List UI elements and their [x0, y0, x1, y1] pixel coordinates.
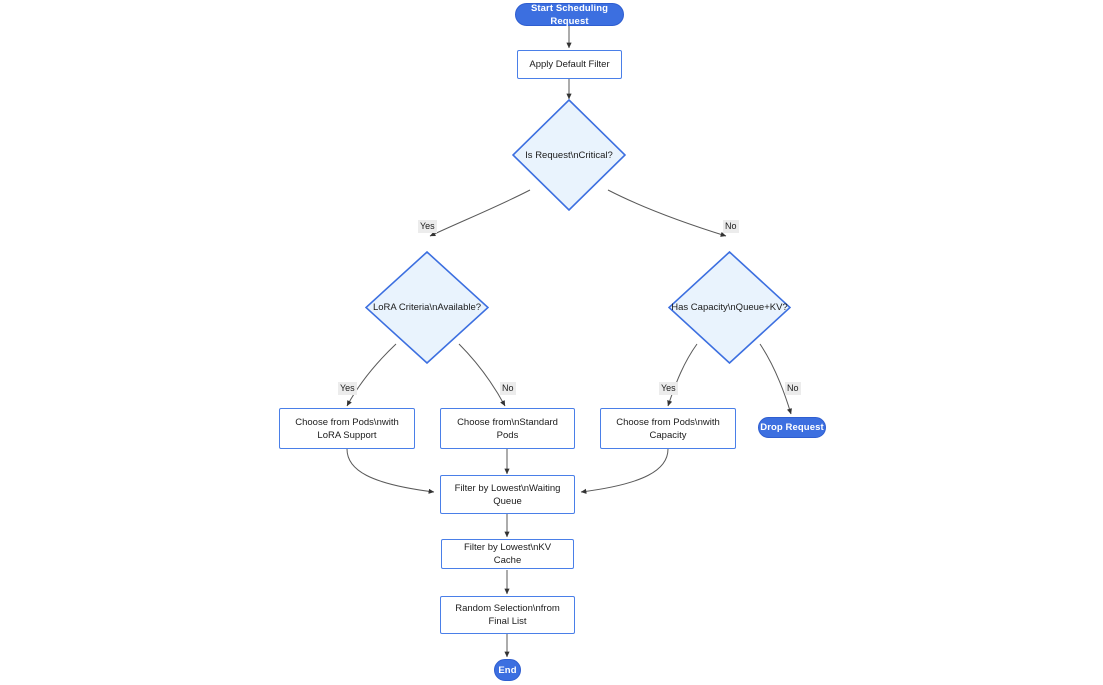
node-choose-lora-pods[interactable]: Choose from Pods\nwith LoRA Support: [279, 408, 415, 449]
node-choose-capacity-pods[interactable]: Choose from Pods\nwith Capacity: [600, 408, 736, 449]
edge-label-capacity-yes-text: Yes: [661, 383, 676, 393]
node-filter-kv-cache[interactable]: Filter by Lowest\nKV Cache: [441, 539, 574, 569]
node-start-label: Start Scheduling Request: [530, 2, 609, 27]
node-filter-kv-cache-label: Filter by Lowest\nKV Cache: [463, 542, 552, 566]
diamond-shape-has-capacity: [668, 251, 791, 364]
node-start[interactable]: Start Scheduling Request: [515, 2, 624, 27]
node-is-request-critical[interactable]: Is Request\nCritical?: [512, 99, 626, 211]
node-has-capacity-label: Has Capacity\nQueue+KV?: [671, 302, 788, 313]
node-has-capacity[interactable]: Has Capacity\nQueue+KV?: [668, 251, 791, 364]
edge-label-capacity-no-text: No: [787, 383, 799, 393]
diamond-shape-is-request-critical: [512, 99, 626, 211]
node-lora-criteria-available[interactable]: LoRA Criteria\nAvailable?: [365, 251, 489, 364]
node-filter-waiting-queue[interactable]: Filter by Lowest\nWaiting Queue: [440, 475, 575, 514]
edge-label-critical-no-text: No: [725, 221, 737, 231]
node-choose-standard-pods-label: Choose from\nStandard Pods: [457, 416, 558, 441]
edge-choose-capacity-pods-to-filter-waiting-queue: [580, 448, 669, 494]
node-random-selection[interactable]: Random Selection\nfrom Final List: [440, 596, 575, 634]
node-lora-criteria-available-label: LoRA Criteria\nAvailable?: [372, 302, 482, 313]
node-apply-default-filter[interactable]: Apply Default Filter: [517, 50, 622, 79]
node-random-selection-label: Random Selection\nfrom Final List: [455, 603, 560, 627]
edge-label-lora-yes: Yes: [338, 382, 357, 395]
node-drop-request-label: Drop Request: [760, 422, 824, 433]
edge-label-lora-no-text: No: [502, 383, 514, 393]
node-drop-request[interactable]: Drop Request: [758, 417, 826, 438]
edge-label-capacity-no: No: [785, 382, 801, 395]
edge-choose-lora-pods-to-filter-waiting-queue: [346, 448, 435, 494]
edge-label-critical-yes: Yes: [418, 220, 437, 233]
node-end-label: End: [498, 664, 517, 676]
edge-label-lora-no: No: [500, 382, 516, 395]
node-choose-lora-pods-label: Choose from Pods\nwith LoRA Support: [295, 416, 399, 441]
edge-label-critical-yes-text: Yes: [420, 221, 435, 231]
edge-label-lora-yes-text: Yes: [340, 383, 355, 393]
node-is-request-critical-label: Is Request\nCritical?: [525, 149, 613, 161]
node-choose-capacity-pods-label: Choose from Pods\nwith Capacity: [616, 416, 720, 441]
diamond-shape-lora-criteria-available: [365, 251, 489, 364]
edge-label-critical-no: No: [723, 220, 739, 233]
node-end[interactable]: End: [494, 659, 521, 681]
edge-label-capacity-yes: Yes: [659, 382, 678, 395]
node-filter-waiting-queue-label: Filter by Lowest\nWaiting Queue: [454, 482, 561, 507]
node-choose-standard-pods[interactable]: Choose from\nStandard Pods: [440, 408, 575, 449]
node-apply-default-filter-label: Apply Default Filter: [529, 59, 610, 70]
